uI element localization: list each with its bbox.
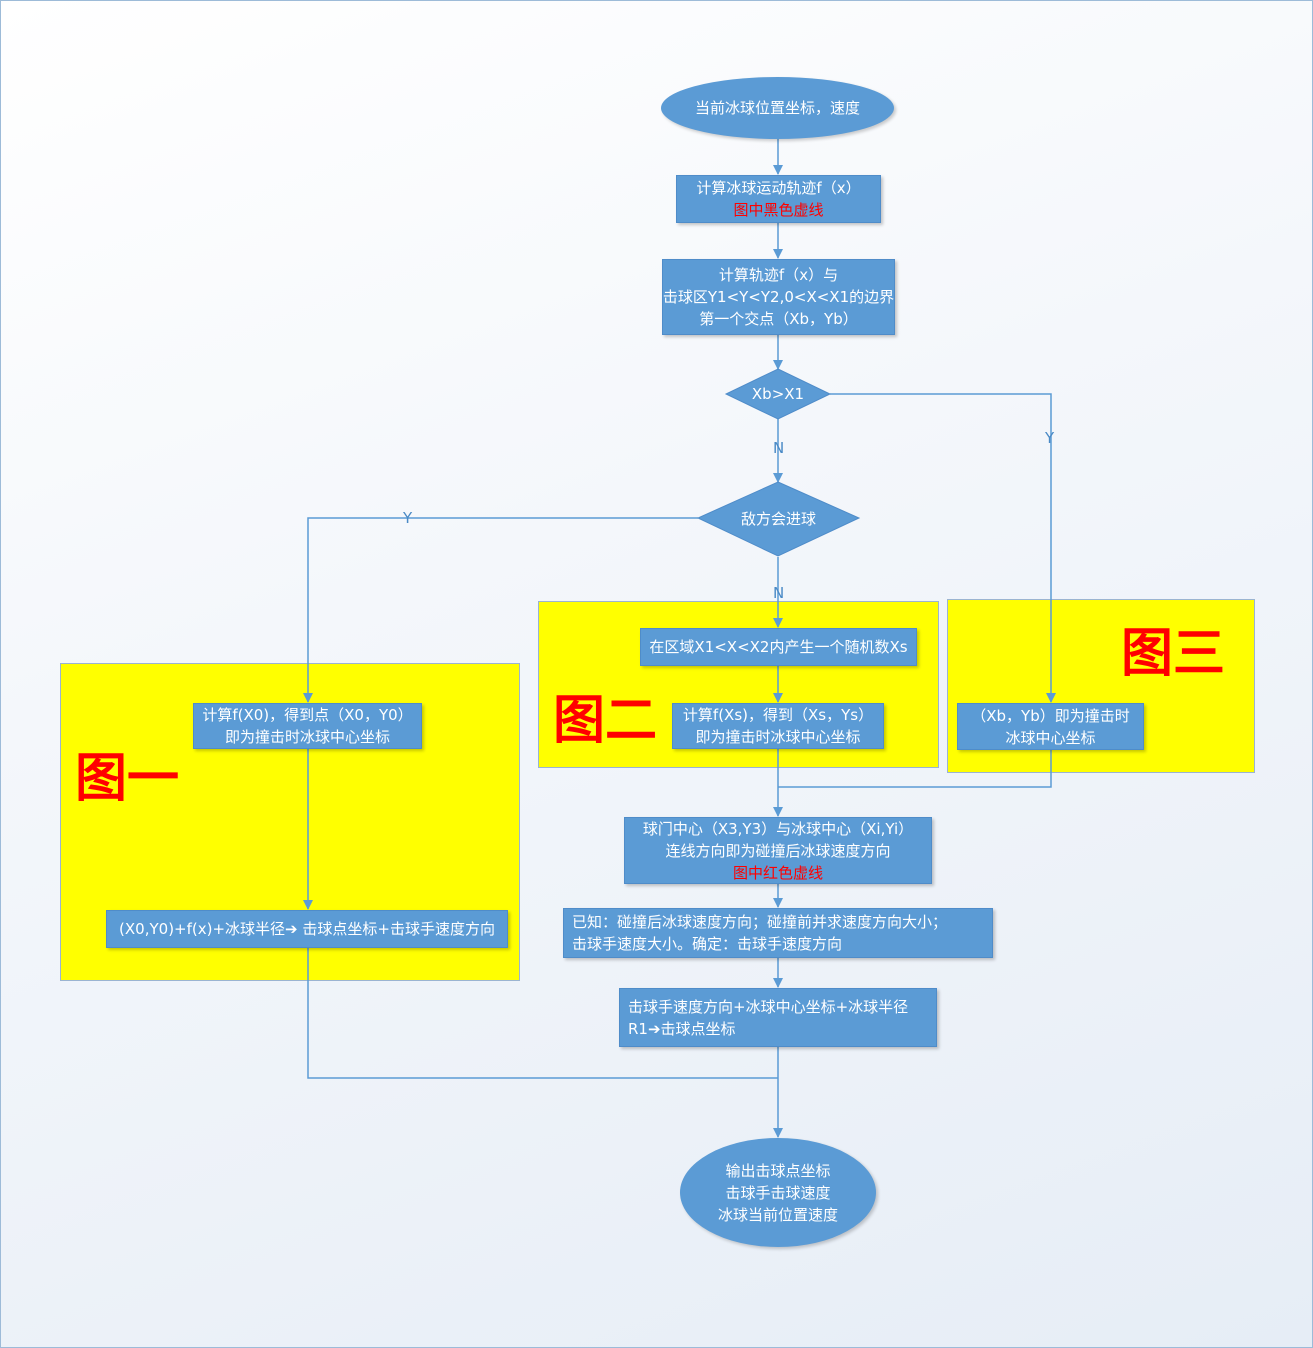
end-line3: 冰球当前位置速度 xyxy=(717,1205,838,1224)
connector-enemy-yes xyxy=(303,517,698,703)
connector-hit1-to-end xyxy=(307,948,778,1079)
step-direction-line3: 图中红色虚线 xyxy=(732,863,823,882)
step-intersection: 计算轨迹f（x）与 击球区Y1<Y<Y2,0<X<X1的边界 第一个交点（Xb，… xyxy=(662,259,895,335)
step-intersection-line2: 击球区Y1<Y<Y2,0<X<X1的边界 xyxy=(662,288,895,306)
connector-decision-xb-yes xyxy=(830,393,1056,703)
zone-fig2-label: 图二 xyxy=(553,691,658,751)
step-known-line2: 击球手速度大小。确定：击球手速度方向 xyxy=(572,935,843,953)
step-xbyb-line2: 冰球中心坐标 xyxy=(1005,728,1096,747)
decision-enemy-shape xyxy=(696,481,861,557)
connector-xbyb-to-direction xyxy=(778,750,1052,788)
step-hitpoint-line1: 击球手速度方向+冰球中心坐标+冰球半径 xyxy=(628,997,909,1016)
decision-enemy-label: 敌方会进球 xyxy=(740,509,816,528)
start-node: 当前冰球位置坐标，速度 xyxy=(661,77,894,139)
step-fx0: 计算f(X0)，得到点（X0，Y0） 即为撞击时冰球中心坐标 xyxy=(193,703,422,749)
step-trajectory: 计算冰球运动轨迹f（x） 图中黑色虚线 xyxy=(676,175,881,223)
start-text: 当前冰球位置坐标，速度 xyxy=(694,99,860,117)
step-trajectory-line2: 图中黑色虚线 xyxy=(733,201,824,219)
step-known: 已知：碰撞后冰球速度方向；碰撞前并求速度方向大小； 击球手速度大小。确定：击球手… xyxy=(563,908,993,958)
step-direction-line1: 球门中心（X3,Y3）与冰球中心（Xi,Yi） xyxy=(642,819,914,838)
step-hitpoint: 击球手速度方向+冰球中心坐标+冰球半径 R1➔击球点坐标 xyxy=(619,988,937,1047)
step-fxs-line2: 即为撞击时冰球中心坐标 xyxy=(695,728,861,746)
end-node: 输出击球点坐标 击球手击球速度 冰球当前位置速度 xyxy=(680,1138,876,1247)
edge-label-enemy-no: N xyxy=(773,584,785,602)
decision-xb-label: Xb>X1 xyxy=(751,385,805,403)
step-xbyb: （Xb，Yb）即为撞击时 冰球中心坐标 xyxy=(957,703,1144,750)
step-hit1: (X0,Y0)+f(x)+冰球半径➔ 击球点坐标+击球手速度方向 xyxy=(106,910,508,948)
step-known-line1: 已知：碰撞后冰球速度方向；碰撞前并求速度方向大小； xyxy=(572,913,948,931)
step-trajectory-line1: 计算冰球运动轨迹f（x） xyxy=(696,179,861,197)
end-line1: 输出击球点坐标 xyxy=(725,1161,831,1180)
step-direction-line2: 连线方向即为碰撞后冰球速度方向 xyxy=(665,841,891,860)
step-intersection-line1: 计算轨迹f（x）与 xyxy=(718,266,839,284)
step-intersection-line3: 第一个交点（Xb，Yb） xyxy=(699,310,858,328)
step-hitpoint-line2: R1➔击球点坐标 xyxy=(628,1019,736,1038)
edge-label-xb-no: N xyxy=(773,439,785,457)
step-fx0-line2: 即为撞击时冰球中心坐标 xyxy=(224,728,390,746)
edge-label-xb-yes: Y xyxy=(1045,429,1055,447)
step-random-text: 在区域X1<X<X2内产生一个随机数Xs xyxy=(649,638,908,656)
edge-label-enemy-yes: Y xyxy=(403,509,413,527)
step-xbyb-line1: （Xb，Yb）即为撞击时 xyxy=(971,706,1130,725)
zone-fig1-label: 图一 xyxy=(75,749,180,809)
step-fxs-line1: 计算f(Xs)，得到（Xs，Ys） xyxy=(682,706,874,724)
step-fxs: 计算f(Xs)，得到（Xs，Ys） 即为撞击时冰球中心坐标 xyxy=(672,703,884,749)
zone-fig3-label: 图三 xyxy=(1121,624,1226,684)
step-hit1-text: (X0,Y0)+f(x)+冰球半径➔ 击球点坐标+击球手速度方向 xyxy=(119,920,495,938)
step-random: 在区域X1<X<X2内产生一个随机数Xs xyxy=(640,628,917,666)
step-fx0-line1: 计算f(X0)，得到点（X0，Y0） xyxy=(202,706,413,724)
end-line2: 击球手击球速度 xyxy=(725,1183,831,1202)
step-direction: 球门中心（X3,Y3）与冰球中心（Xi,Yi） 连线方向即为碰撞后冰球速度方向 … xyxy=(624,817,932,884)
decision-xb-shape xyxy=(724,368,832,420)
